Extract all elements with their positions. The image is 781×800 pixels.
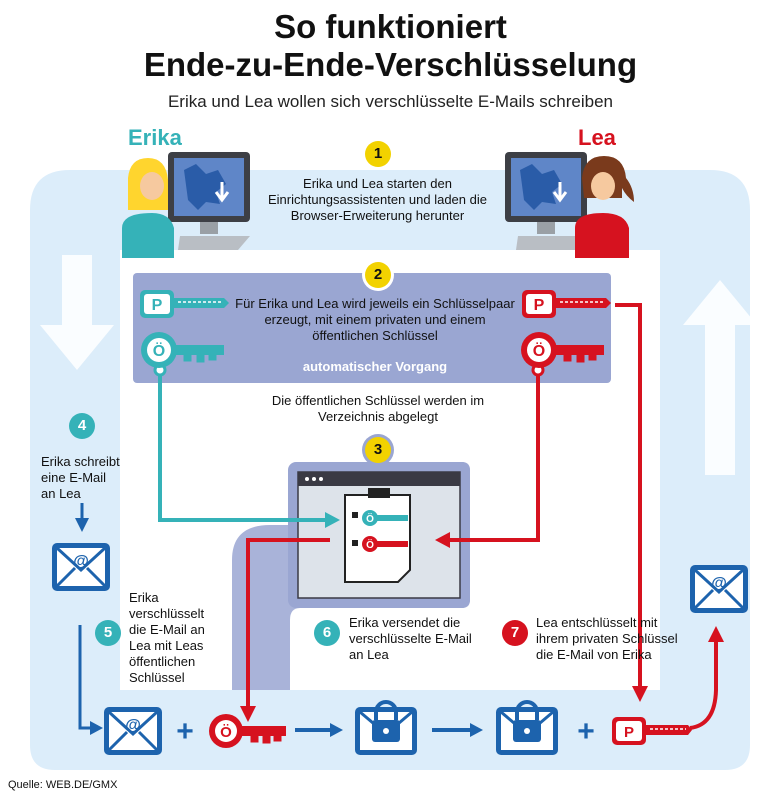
step-3-badge: 3 [365,437,391,463]
step-7-badge: 7 [502,620,528,646]
step-4-badge: 4 [69,413,95,439]
svg-text:P: P [152,297,163,314]
lea-computer-illustration [505,152,634,258]
person-name-lea: Lea [578,125,616,150]
clipboard-key-erika: Ö [366,512,374,525]
erika-public-key-icon: Ö [141,332,224,368]
svg-text:Ö: Ö [220,724,232,741]
step-4-text: Erika schreibt eine E-Mail an Lea [41,454,120,501]
clipboard-key-lea: Ö [366,538,374,551]
auto-process-label: automatischer Vorgang [302,359,448,374]
step-1-text: Erika und Lea starten den Einrichtungsas… [268,176,487,223]
source-note: Quelle: WEB.DE/GMX [8,779,118,791]
erika-computer-illustration [122,152,250,258]
lea-private-path [615,303,642,690]
lea-public-key-bottom-icon: Ö [209,714,286,748]
plus-sign-2: + [577,715,595,748]
svg-text:P: P [534,297,545,314]
step-3-text: Die öffentlichen Schlüssel werden im Ver… [271,393,485,424]
key-generation-panel [133,273,611,383]
svg-text:Ö: Ö [153,341,165,360]
svg-text:Ö: Ö [533,341,545,360]
step-6-badge: 6 [314,620,340,646]
key-fetch-path [246,538,330,710]
step-5-badge: 5 [95,620,121,646]
lea-private-key-bottom-icon: P [612,717,692,745]
locked-email-icon-2 [496,700,558,755]
lea-public-key-icon: Ö [521,332,604,368]
step-6-text: Erika versendet die verschlüsselte E-Mai… [349,615,472,662]
erika-key-path [158,370,325,522]
title-line-2: Ende-zu-Ende-Verschlüsselung [143,46,638,83]
email-icon-bottom: @ [104,707,162,755]
subtitle: Erika und Lea wollen sich verschlüsselte… [167,92,614,111]
email-icon-step4: @ [52,543,110,591]
down-arrow-faint [40,255,114,370]
step-1-badge: 1 [365,141,391,167]
title-line-1: So funktioniert [274,8,507,45]
svg-text:@: @ [73,553,89,570]
svg-text:@: @ [125,717,141,734]
step-2-badge: 2 [365,262,391,288]
svg-text:@: @ [711,575,727,592]
svg-text:P: P [624,724,634,741]
step-7-text: Lea entschlüsselt mit ihrem privaten Sch… [536,615,678,662]
clipboard-icon [344,494,411,583]
plus-sign-1: + [176,715,194,748]
step-2-text: Für Erika und Lea wird jeweils ein Schlü… [235,296,515,343]
erika-private-key-icon: P [140,290,229,318]
person-name-erika: Erika [128,125,182,150]
locked-email-icon-1 [355,700,417,755]
lea-key-path [450,370,540,542]
lea-private-key-icon: P [522,290,611,318]
background-frame [30,170,750,770]
step-5-text: Erika verschlüsselt die E-Mail an Lea mi… [129,590,205,685]
up-arrow-faint [683,280,757,475]
email-icon-decrypted: @ [690,565,748,613]
